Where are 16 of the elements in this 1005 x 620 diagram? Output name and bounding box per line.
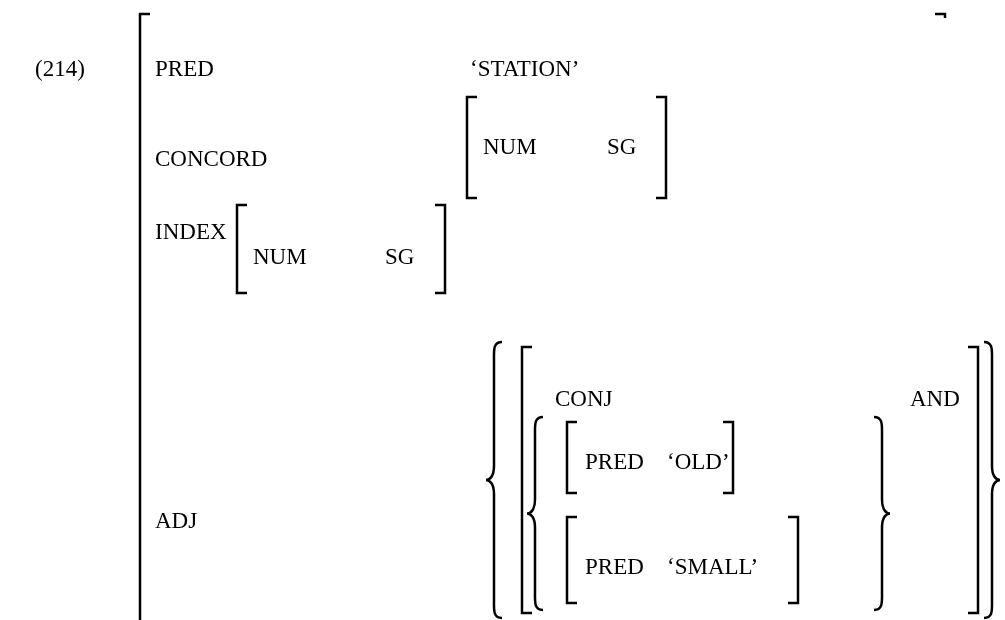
value-label: SG [607, 133, 637, 161]
attribute-label: PRED [585, 553, 644, 581]
value-label: ‘STATION’ [470, 55, 580, 83]
attribute-label: CONJ [555, 385, 613, 413]
attribute-label: PRED [585, 448, 644, 476]
attribute-label: NUM [253, 243, 307, 271]
value-label: SG [385, 243, 415, 271]
attribute-label: INDEX [155, 218, 227, 246]
value-label: AND [910, 385, 960, 413]
value-label: ‘SMALL’ [667, 553, 759, 581]
example-number: (214) [35, 55, 85, 83]
attribute-label: ADJ [155, 507, 198, 535]
attribute-label: NUM [483, 133, 537, 161]
value-label: ‘OLD’ [667, 448, 730, 476]
attribute-label: CONCORD [155, 145, 268, 173]
attribute-label: PRED [155, 55, 214, 83]
